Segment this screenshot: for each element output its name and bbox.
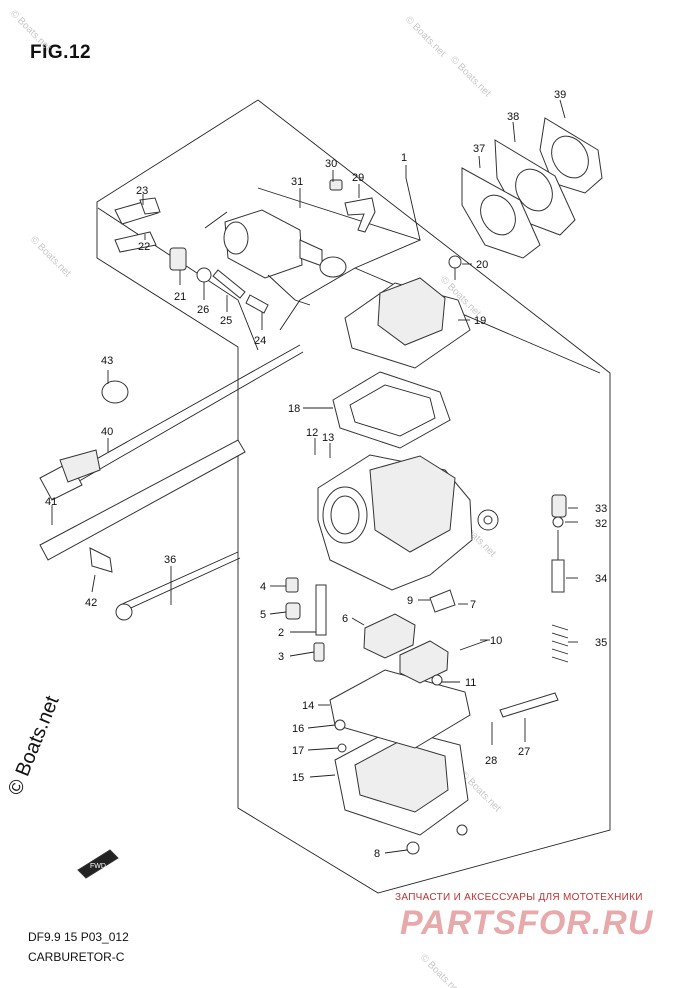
callout-23[interactable]: 23 [136, 185, 148, 197]
callout-1[interactable]: 1 [401, 152, 407, 164]
callout-31[interactable]: 31 [291, 176, 303, 188]
callout-24[interactable]: 24 [254, 335, 266, 347]
callout-19[interactable]: 19 [474, 315, 486, 327]
carburetor-top-cover [344, 255, 471, 369]
callout-17[interactable]: 17 [292, 745, 304, 757]
callout-18[interactable]: 18 [288, 403, 300, 415]
needle-assembly [499, 494, 569, 718]
callout-2[interactable]: 2 [278, 627, 284, 639]
callout-8[interactable]: 8 [374, 848, 380, 860]
callout-3[interactable]: 3 [278, 651, 284, 663]
callout-43[interactable]: 43 [101, 355, 113, 367]
callout-38[interactable]: 38 [507, 111, 519, 123]
model-code: DF9.9 15 P03_012 [28, 930, 129, 944]
callout-26[interactable]: 26 [197, 304, 209, 316]
callout-40[interactable]: 40 [101, 426, 113, 438]
floats [363, 613, 449, 684]
choke-shaft [39, 344, 304, 621]
callout-33[interactable]: 33 [595, 503, 607, 515]
fwd-arrow: FWD [77, 849, 119, 879]
repeat-watermark: © Boats.net [8, 8, 53, 53]
fuel-fittings [114, 197, 269, 314]
callout-28[interactable]: 28 [485, 755, 497, 767]
figure-title: FIG.12 [30, 42, 92, 63]
callout-27[interactable]: 27 [518, 746, 530, 758]
callout-29[interactable]: 29 [352, 172, 364, 184]
callout-20[interactable]: 20 [476, 259, 488, 271]
leader-lines [51, 99, 578, 854]
callout-16[interactable]: 16 [292, 723, 304, 735]
callout-13[interactable]: 13 [322, 432, 334, 444]
float-bowl [334, 727, 469, 854]
callout-5[interactable]: 5 [260, 609, 266, 621]
brand-logo: PARTSFOR.RU [400, 904, 654, 942]
callout-42[interactable]: 42 [85, 597, 97, 609]
callout-41[interactable]: 41 [45, 496, 57, 508]
carburetor-body [317, 454, 499, 591]
callout-11[interactable]: 11 [465, 677, 476, 689]
jets [285, 577, 489, 855]
lever-bracket [329, 179, 376, 233]
callout-9[interactable]: 9 [407, 595, 413, 607]
callout-labels: 1 2 3 4 5 6 7 8 9 10 11 12 13 14 15 16 1… [45, 89, 607, 860]
repeat-watermark: © Boats.net [448, 54, 493, 99]
callout-36[interactable]: 36 [164, 554, 176, 566]
callout-34[interactable]: 34 [595, 573, 607, 585]
callout-35[interactable]: 35 [595, 637, 607, 649]
intake-gaskets [461, 117, 603, 259]
callout-14[interactable]: 14 [302, 700, 314, 712]
callout-4[interactable]: 4 [260, 581, 266, 593]
choke-solenoid [223, 209, 347, 306]
callout-22[interactable]: 22 [138, 241, 150, 253]
callout-25[interactable]: 25 [220, 315, 232, 327]
callout-7[interactable]: 7 [470, 599, 476, 611]
brand-tagline: ЗАПЧАСТИ И АКСЕССУАРЫ ДЛЯ МОТОТЕХНИКИ [395, 892, 643, 903]
callout-30[interactable]: 30 [325, 158, 337, 170]
callout-15[interactable]: 15 [292, 772, 304, 784]
callout-21[interactable]: 21 [174, 291, 186, 303]
cover-gasket [332, 371, 451, 449]
callout-12[interactable]: 12 [306, 427, 318, 439]
fwd-label: FWD [90, 863, 106, 870]
callout-32[interactable]: 32 [595, 518, 607, 530]
repeat-watermark: © Boats.net [403, 14, 448, 59]
callout-39[interactable]: 39 [554, 89, 566, 101]
repeat-watermark: © Boats.net [28, 234, 73, 279]
callout-6[interactable]: 6 [342, 613, 348, 625]
group-name: CARBURETOR-C [28, 950, 125, 964]
callout-37[interactable]: 37 [473, 143, 485, 155]
repeat-watermark: © Boats.net [418, 952, 463, 988]
callout-10[interactable]: 10 [490, 635, 502, 647]
